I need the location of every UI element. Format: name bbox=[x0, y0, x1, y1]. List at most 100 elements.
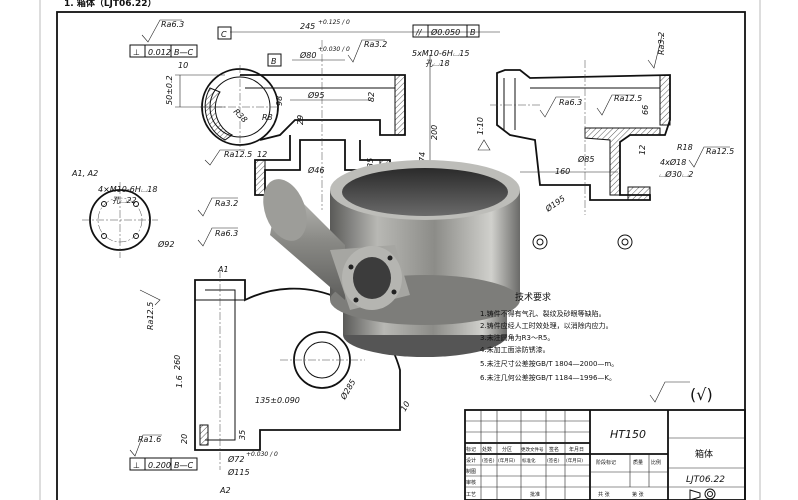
drawing-label: Ra12.5 bbox=[146, 302, 155, 330]
drawing-label: 审核 bbox=[466, 479, 476, 486]
drawing-label: +0.030 / 0 bbox=[318, 46, 350, 53]
drawing-label: Ra6.3 bbox=[559, 98, 582, 107]
drawing-label: B—C bbox=[174, 48, 193, 57]
drawing-label: +0.030 / 0 bbox=[246, 451, 278, 458]
drawing-label: 1.6 bbox=[175, 375, 184, 388]
drawing-label: 50±0.2 bbox=[165, 75, 174, 105]
drawing-label: Ø72 bbox=[227, 454, 244, 464]
drawing-label: 工艺 bbox=[466, 492, 476, 498]
title-block bbox=[464, 409, 746, 500]
drawing-label: (√) bbox=[690, 385, 713, 404]
drawing-label: R8 bbox=[262, 113, 273, 122]
drawing-label: R38 bbox=[232, 107, 250, 125]
roughness-symbol bbox=[649, 381, 690, 403]
drawing-label: Ra3.2 bbox=[364, 40, 387, 49]
drawing-label: 10 bbox=[178, 61, 188, 70]
drawing-label: 82 bbox=[367, 92, 376, 102]
drawing-label: // bbox=[415, 28, 423, 37]
drawing-label: A1, A2 bbox=[71, 169, 98, 178]
drawing-label: Ra12.5 bbox=[224, 150, 252, 159]
drawing-label: 签名 bbox=[549, 446, 559, 453]
drawing-label: 29 bbox=[296, 115, 305, 125]
drawing-label: (年月日) bbox=[566, 457, 583, 464]
drawing-label: Ø195 bbox=[543, 193, 567, 214]
drawing-label: 1:10 bbox=[476, 117, 485, 135]
drawing-label: Ra6.3 bbox=[215, 229, 238, 238]
drawing-label: 12 bbox=[257, 150, 267, 159]
drawing-label: B—C bbox=[174, 461, 193, 470]
drawing-label: (年月日) bbox=[498, 457, 515, 464]
drawing-label: 0.200 bbox=[148, 461, 171, 470]
drawing-label: 第 张 bbox=[632, 491, 644, 498]
drawing-label: 66 bbox=[641, 105, 650, 115]
drawing-label: 批准 bbox=[530, 491, 540, 498]
datum-b bbox=[267, 53, 282, 67]
drawing-label: 35 bbox=[238, 430, 247, 440]
flange-view bbox=[82, 182, 158, 258]
drawing-label: Ra12.5 bbox=[706, 147, 734, 156]
drawing-label: 35 bbox=[366, 158, 375, 168]
drawing-label: Ø85 bbox=[577, 154, 594, 164]
drawing-border bbox=[56, 11, 746, 500]
drawing-label: Ra12.5 bbox=[614, 94, 642, 103]
drawing-label: ⌴Ø30⌴2 bbox=[659, 169, 693, 179]
datum-c bbox=[217, 26, 232, 40]
drawing-label: 0.012 bbox=[148, 48, 171, 57]
drawing-label: R18 bbox=[677, 143, 693, 152]
drawing-label: (签名) bbox=[547, 457, 560, 464]
3d-render bbox=[263, 160, 520, 357]
drawing-label: 260 bbox=[173, 355, 182, 370]
drawing-label: +0.125 / 0 bbox=[318, 19, 350, 26]
drawing-label: Ra3.2 bbox=[215, 199, 238, 208]
drawing-label: 比例 bbox=[651, 459, 661, 466]
drawing-label: C bbox=[221, 30, 227, 39]
drawing-label: 质量 bbox=[633, 459, 643, 466]
drawing-label: Ø92 bbox=[157, 239, 174, 249]
technical-requirements: 技术要求 1.铸件不得有气孔、裂纹及砂眼等缺陷。 2.铸件应经人工时效处理，以消… bbox=[480, 291, 618, 382]
side-section-view bbox=[490, 60, 671, 250]
drawing-label: 135±0.090 bbox=[255, 396, 300, 405]
drawing-label: 孔⌴22 bbox=[112, 196, 137, 205]
drawing-label: 标记 bbox=[466, 446, 476, 453]
drawing-label: 3.未注圆角为R3～R5。 bbox=[480, 333, 554, 342]
drawing-label: (签名) bbox=[482, 457, 495, 464]
projection-symbol-icon bbox=[689, 488, 716, 500]
part-name: 箱体 bbox=[695, 448, 713, 460]
drawing-label: 处数 bbox=[482, 446, 492, 453]
drawing-label: 设计 bbox=[466, 457, 476, 464]
drawing-label: Ra1.6 bbox=[138, 435, 161, 444]
parallelism-frame: // Ø0.050 B bbox=[412, 24, 480, 38]
drawing-label: B bbox=[470, 28, 476, 37]
drawing-label: 4.未加工面涂防锈漆。 bbox=[480, 345, 550, 354]
sheet-title: 1. 箱体（LJT06.22） bbox=[64, 0, 157, 9]
drawing-label: A2 bbox=[219, 486, 231, 495]
drawing-label: 更改文件号 bbox=[521, 446, 544, 453]
drawing-label: 制图 bbox=[466, 468, 476, 475]
drawing-label: 分区 bbox=[502, 446, 512, 453]
perpendicularity-frame: ⊥ 0.012 B—C bbox=[129, 44, 198, 58]
drawing-label: Ra6.3 bbox=[161, 20, 184, 29]
drawing-label: 98 bbox=[275, 96, 284, 106]
drawing-label: 共 张 bbox=[598, 491, 610, 498]
drawing-label: ⊥ bbox=[133, 461, 140, 470]
drawing-label: Ø0.050 bbox=[430, 27, 460, 37]
drawing-label: 5.未注尺寸公差按GB/T 1804—2000—m。 bbox=[480, 359, 618, 368]
drawing-label: B bbox=[271, 57, 277, 66]
drawing-label: Ø46 bbox=[307, 165, 324, 175]
drawing-label: 6.未注几何公差按GB/T 1184—1996—K。 bbox=[480, 373, 616, 382]
drawing-label: 12 bbox=[638, 145, 647, 155]
drawing-label: ⊥ bbox=[133, 48, 140, 57]
drawing-label: 1.铸件不得有气孔、裂纹及砂眼等缺陷。 bbox=[480, 309, 606, 318]
drawing-number: LJT06.22 bbox=[686, 475, 725, 485]
drawing-label: 200 bbox=[430, 125, 439, 140]
drawing-label: 245 bbox=[300, 22, 315, 31]
drawing-label: 4×M10-6H⌴18 bbox=[98, 185, 157, 194]
drawing-label: 4xØ18 bbox=[660, 157, 686, 167]
drawing-label: 2.铸件应经人工时效处理，以消除内应力。 bbox=[480, 321, 613, 330]
drawing-label: A1 bbox=[217, 265, 229, 274]
drawing-label: 20 bbox=[180, 434, 189, 444]
perpendicularity-frame-2: ⊥ 0.200 B—C bbox=[129, 457, 198, 471]
drawing-label: Ra3.2 bbox=[657, 32, 666, 55]
drawing-label: 5xM10-6H⌴15 bbox=[412, 49, 469, 58]
